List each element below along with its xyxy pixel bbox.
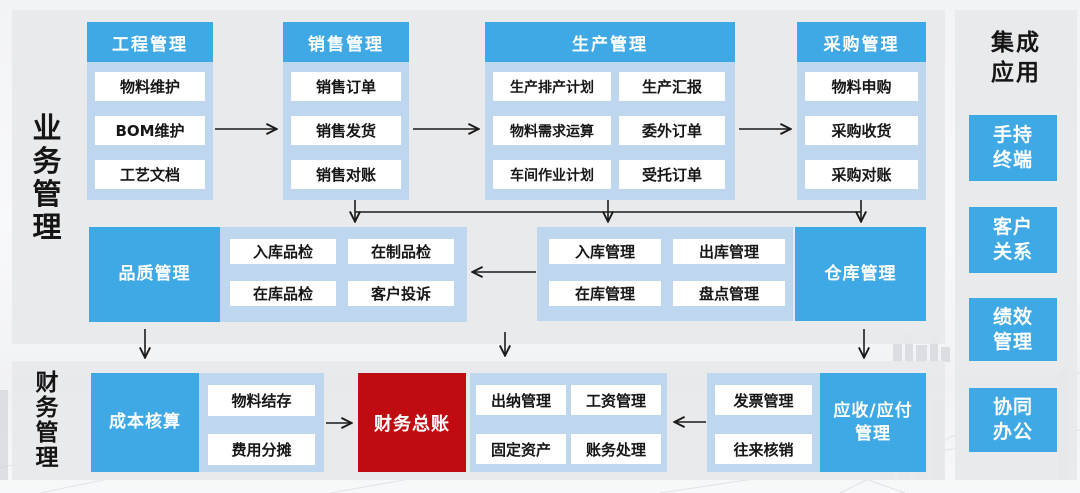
item-outsourcing-order: 委外订单 bbox=[619, 116, 725, 145]
group-engineering: 工程管理 物料维护 BOM维护 工艺文档 bbox=[87, 22, 213, 200]
group-sales-header: 销售管理 bbox=[283, 22, 409, 62]
item-accounting-processing: 账务处理 bbox=[571, 434, 661, 464]
item-fixed-assets: 固定资产 bbox=[476, 434, 566, 464]
item-inbound-management: 入库管理 bbox=[549, 239, 661, 264]
item-incoming-inspection: 入库品检 bbox=[230, 239, 336, 264]
finance-section-label: 财务管理 bbox=[35, 370, 59, 471]
group-production-header: 生产管理 bbox=[485, 22, 735, 62]
business-section-label: 业务管理 bbox=[32, 111, 62, 244]
item-mrp-calculation: 物料需求运算 bbox=[493, 116, 611, 145]
box-ar-ap-management: 应收/应付 管理 bbox=[820, 373, 926, 472]
item-process-document: 工艺文档 bbox=[95, 160, 205, 189]
item-handheld-terminal: 手持 终端 bbox=[969, 115, 1057, 181]
item-production-scheduling: 生产排产计划 bbox=[493, 72, 611, 101]
warehouse-items-panel: 入库管理 出库管理 在库管理 盘点管理 bbox=[537, 227, 793, 321]
item-material-requisition: 物料申购 bbox=[805, 72, 918, 101]
item-current-write-off: 往来核销 bbox=[715, 434, 812, 464]
item-customer-relationship: 客户 关系 bbox=[969, 207, 1057, 273]
item-purchase-reconciliation: 采购对账 bbox=[805, 160, 918, 189]
box-warehouse-management: 仓库管理 bbox=[795, 227, 926, 321]
item-sales-delivery: 销售发货 bbox=[291, 116, 401, 145]
group-production: 生产管理 生产排产计划 物料需求运算 车间作业计划 生产汇报 委外订单 受托订单 bbox=[485, 22, 735, 200]
cashier-items-panel: 出纳管理 工资管理 固定资产 账务处理 bbox=[470, 373, 667, 472]
item-consigned-order: 受托订单 bbox=[619, 160, 725, 189]
group-purchasing: 采购管理 物料申购 采购收货 采购对账 bbox=[797, 22, 926, 200]
item-purchase-receipt: 采购收货 bbox=[805, 116, 918, 145]
item-material-maintenance: 物料维护 bbox=[95, 72, 205, 101]
box-cost-accounting: 成本核算 bbox=[91, 373, 199, 472]
item-bom-maintenance: BOM维护 bbox=[95, 116, 205, 145]
quality-items-panel: 入库品检 在制品检 在库品检 客户投诉 bbox=[220, 227, 467, 322]
item-outbound-management: 出库管理 bbox=[673, 239, 785, 264]
item-expense-allocation: 费用分摊 bbox=[208, 434, 315, 465]
integration-title: 集成 应用 bbox=[991, 30, 1041, 86]
item-in-process-inspection: 在制品检 bbox=[348, 239, 454, 264]
item-production-report: 生产汇报 bbox=[619, 72, 725, 101]
item-performance-management: 绩效 管理 bbox=[969, 298, 1057, 361]
group-sales: 销售管理 销售订单 销售发货 销售对账 bbox=[283, 22, 409, 200]
item-customer-complaint: 客户投诉 bbox=[348, 281, 454, 306]
group-purchasing-header: 采购管理 bbox=[797, 22, 926, 62]
group-engineering-header: 工程管理 bbox=[87, 22, 213, 62]
item-invoice-management: 发票管理 bbox=[715, 385, 812, 415]
item-collaborative-office: 协同 办公 bbox=[969, 388, 1057, 452]
item-sales-reconciliation: 销售对账 bbox=[291, 160, 401, 189]
item-instock-management: 在库管理 bbox=[549, 281, 661, 306]
box-quality-management: 品质管理 bbox=[89, 227, 220, 322]
cost-items-panel: 物料结存 费用分摊 bbox=[199, 373, 324, 472]
item-material-balance: 物料结存 bbox=[208, 385, 315, 416]
item-stock-inspection: 在库品检 bbox=[230, 281, 336, 306]
item-stocktaking-management: 盘点管理 bbox=[673, 281, 785, 306]
item-payroll-management: 工资管理 bbox=[571, 385, 661, 415]
item-cashier-management: 出纳管理 bbox=[476, 385, 566, 415]
invoice-items-panel: 发票管理 往来核销 bbox=[707, 373, 820, 472]
item-workshop-plan: 车间作业计划 bbox=[493, 160, 611, 189]
item-sales-order: 销售订单 bbox=[291, 72, 401, 101]
box-general-ledger: 财务总账 bbox=[358, 373, 466, 472]
